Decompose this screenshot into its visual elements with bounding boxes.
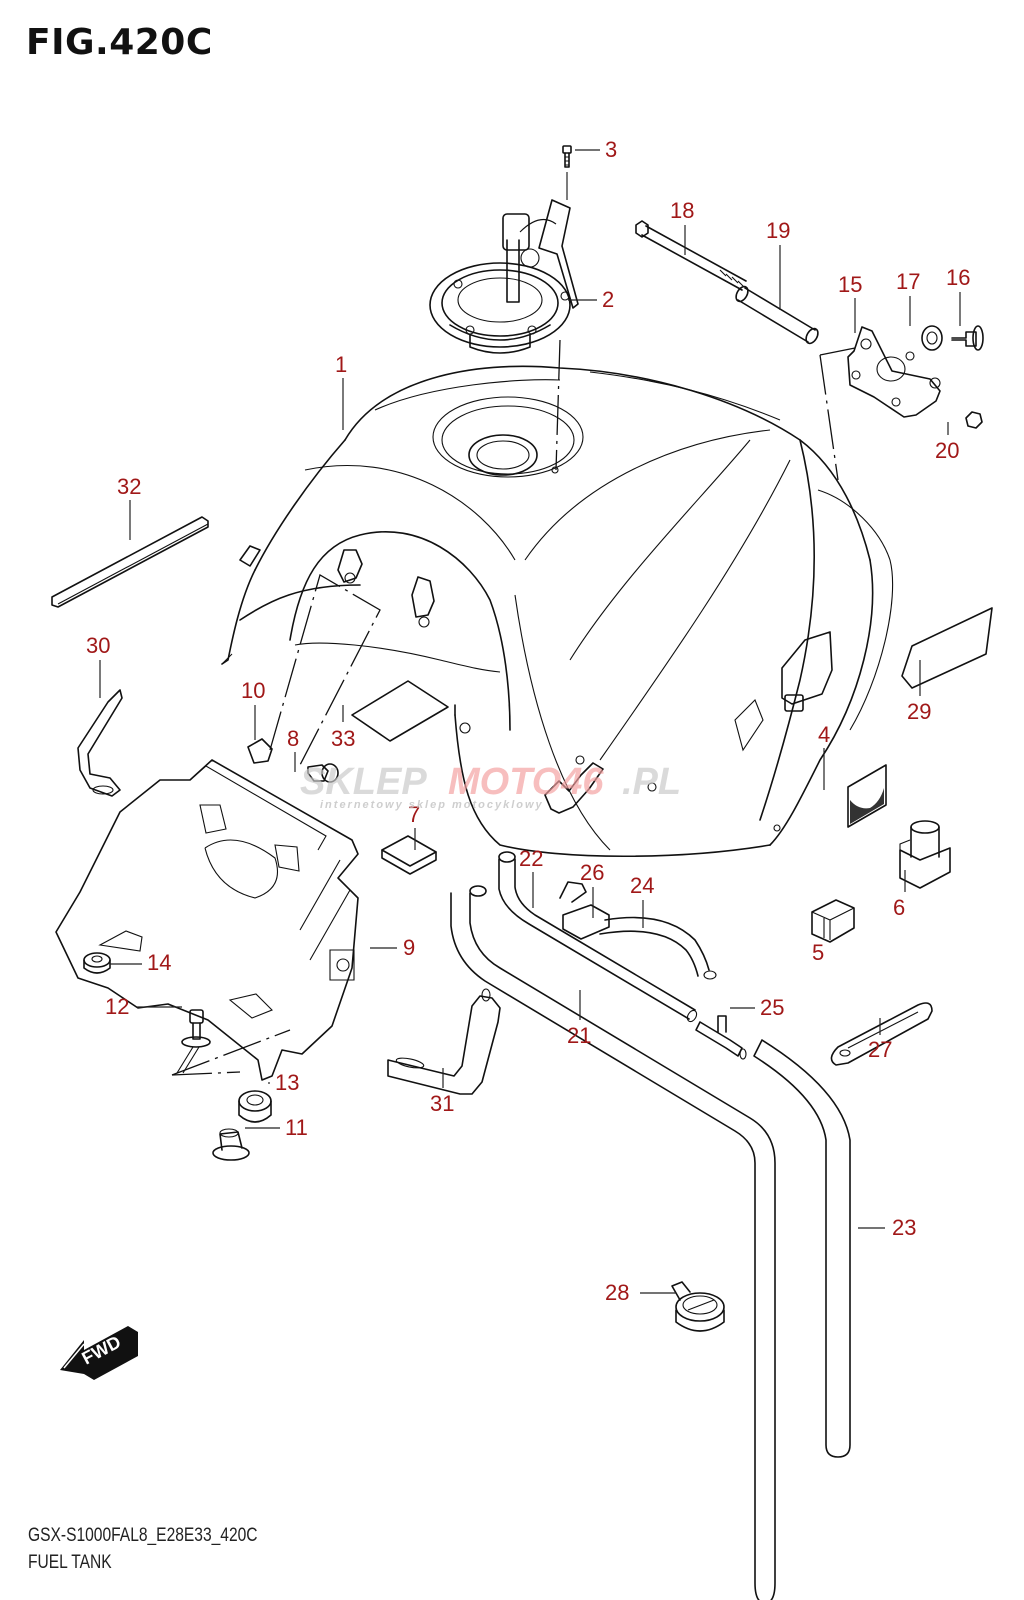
watermark-subtitle: internetowy sklep motocyklowy <box>320 799 544 811</box>
callout-13[interactable]: 13 <box>275 1070 299 1095</box>
callout-25[interactable]: 25 <box>760 995 784 1020</box>
fuel-cap-assembly[interactable] <box>429 199 579 354</box>
callout-4[interactable]: 4 <box>818 722 830 747</box>
callout-6[interactable]: 6 <box>893 895 905 920</box>
cap-bolt[interactable] <box>562 145 572 200</box>
tank-cover-bracket[interactable] <box>55 759 359 1081</box>
pad[interactable] <box>901 607 993 689</box>
callout-31[interactable]: 31 <box>430 1091 454 1116</box>
callout-16[interactable]: 16 <box>946 265 970 290</box>
callout-5[interactable]: 5 <box>812 940 824 965</box>
callout-20[interactable]: 20 <box>935 438 959 463</box>
watermark-text-pl: .PL <box>622 761 681 803</box>
clamp[interactable] <box>671 1281 725 1332</box>
callout-26[interactable]: 26 <box>580 860 604 885</box>
callout-11[interactable]: 11 <box>285 1115 308 1140</box>
watermark: SKLEP MOTO46 .PL internetowy sklep motoc… <box>300 761 681 811</box>
cushion[interactable] <box>921 325 943 351</box>
figure-name: FUEL TANK <box>28 1552 112 1573</box>
bracket[interactable] <box>77 689 123 797</box>
callout-30[interactable]: 30 <box>86 633 110 658</box>
callout-21[interactable]: 21 <box>567 1023 591 1048</box>
bolt[interactable] <box>951 325 984 351</box>
tank-mounting-plate[interactable] <box>847 326 941 418</box>
callout-15[interactable]: 15 <box>838 272 862 297</box>
cushion-mount[interactable] <box>899 820 951 889</box>
long-bolt[interactable] <box>635 220 747 291</box>
spacer[interactable] <box>734 285 821 346</box>
figure-title: FIG.420C <box>26 22 213 63</box>
model-code: GSX-S1000FAL8_E28E33_420C <box>28 1525 258 1546</box>
callout-2[interactable]: 2 <box>602 287 614 312</box>
cushion[interactable] <box>238 1090 272 1123</box>
nut[interactable] <box>965 411 983 429</box>
grommet[interactable] <box>83 952 111 974</box>
hose[interactable] <box>753 1039 851 1458</box>
hose-clamp[interactable] <box>559 881 610 940</box>
nut-clip[interactable] <box>247 738 273 764</box>
pad[interactable] <box>351 680 449 742</box>
hose[interactable] <box>599 916 717 980</box>
callout-29[interactable]: 29 <box>907 699 931 724</box>
watermark-text-moto46: MOTO46 <box>448 761 604 803</box>
collar[interactable] <box>212 1128 250 1161</box>
bracket[interactable] <box>387 988 501 1095</box>
cushion-pad[interactable] <box>847 764 887 828</box>
callout-8[interactable]: 8 <box>287 726 299 751</box>
strap[interactable] <box>830 1002 933 1066</box>
callout-19[interactable]: 19 <box>766 218 790 243</box>
pad[interactable] <box>381 835 437 875</box>
callout-1[interactable]: 1 <box>335 352 347 377</box>
callout-3[interactable]: 3 <box>605 137 617 162</box>
callout-14[interactable]: 14 <box>147 950 171 975</box>
callout-27[interactable]: 27 <box>868 1037 892 1062</box>
bolt[interactable] <box>307 763 339 783</box>
trim-strip[interactable] <box>51 516 209 608</box>
callout-10[interactable]: 10 <box>241 678 265 703</box>
drain-hose[interactable] <box>450 885 776 1600</box>
callout-33[interactable]: 33 <box>331 726 355 751</box>
callout-18[interactable]: 18 <box>670 198 694 223</box>
watermark-text-sklep: SKLEP <box>300 761 427 803</box>
callout-22[interactable]: 22 <box>519 846 543 871</box>
callout-12[interactable]: 12 <box>105 994 129 1019</box>
callout-9[interactable]: 9 <box>403 935 415 960</box>
callout-17[interactable]: 17 <box>896 269 920 294</box>
callout-24[interactable]: 24 <box>630 873 654 898</box>
callout-23[interactable]: 23 <box>892 1215 916 1240</box>
hose-joint[interactable] <box>695 1015 747 1060</box>
callout-7[interactable]: 7 <box>408 802 420 827</box>
bolt-with-washer[interactable] <box>176 1009 211 1074</box>
fuel-tank[interactable] <box>221 365 894 858</box>
callout-32[interactable]: 32 <box>117 474 141 499</box>
forward-arrow-icon: FWD <box>60 1326 138 1380</box>
callout-28[interactable]: 28 <box>605 1280 629 1305</box>
breather-hose[interactable] <box>498 851 698 1023</box>
cushion-block[interactable] <box>811 899 855 943</box>
